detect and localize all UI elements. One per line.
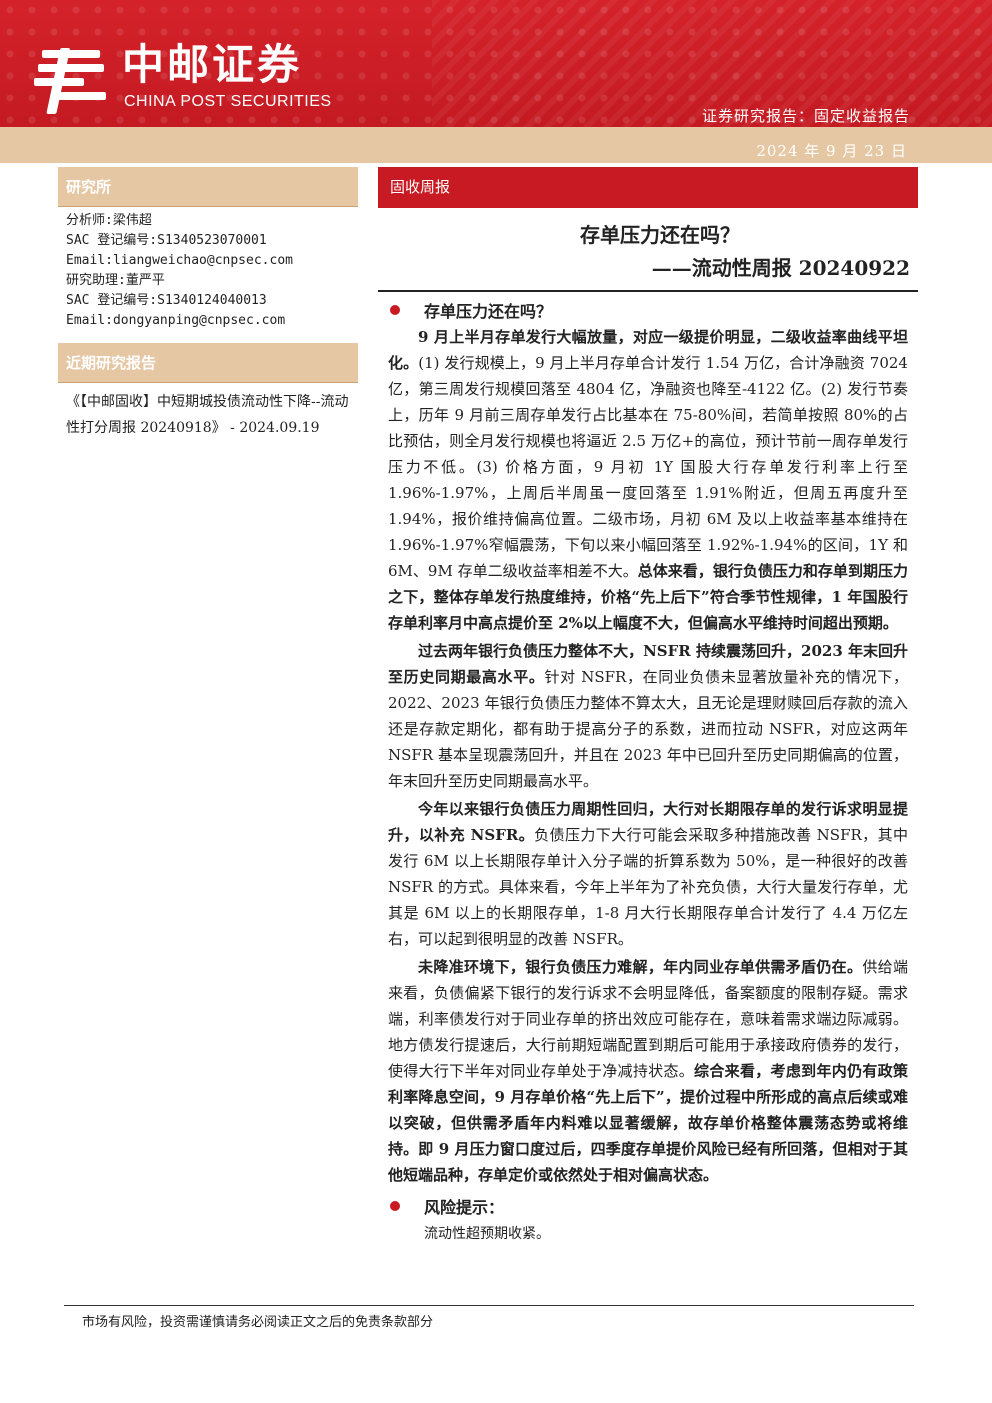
main-content: 固收周报 存单压力还在吗？ ——流动性周报 20240922 存单压力还在吗？ …	[378, 167, 918, 1246]
institute-heading: 研究所	[58, 167, 358, 207]
banner-decoration	[432, 0, 992, 127]
analyst-info: 分析师:梁伟超 SAC 登记编号:S1340523070001 Email:li…	[58, 207, 358, 331]
report-date: 2024 年 9 月 23 日	[756, 142, 907, 160]
logo-english: CHINA POST SECURITIES	[124, 93, 332, 110]
assistant-email[interactable]: Email:dongyanping@cnpsec.com	[66, 313, 286, 328]
risk-title: 风险提示：	[424, 1198, 505, 1217]
recent-reports-heading: 近期研究报告	[58, 343, 358, 383]
title-divider	[378, 290, 918, 292]
analyst-name: 分析师:梁伟超	[66, 213, 152, 228]
paragraph-text: 针对 NSFR，在同业负债未显著放量补充的情况下，2022、2023 年银行负债…	[388, 668, 908, 790]
paragraph-lead: 9 月上半月存单发行大幅放量，对应一级提价明显，二级收益率曲线平坦化。	[388, 328, 908, 372]
report-title: 存单压力还在吗？	[580, 223, 740, 247]
paragraph-conclusion: 总体来看，银行负债压力和存单到期压力之下，整体存单发行热度维持，价格“先上后下”…	[388, 562, 908, 632]
analyst-email[interactable]: Email:liangweichao@cnpsec.com	[66, 253, 293, 268]
china-post-logo-icon	[34, 48, 106, 114]
paragraph-lead: 今年以来银行负债压力周期性回归，大行对长期限存单的发行诉求明显提升，以补充 NS…	[388, 800, 908, 844]
section-heading: 存单压力还在吗？	[378, 298, 918, 322]
assistant-sac: SAC 登记编号:S1340124040013	[66, 293, 267, 308]
paragraph-text: 负债压力下大行可能会采取多种措施改善 NSFR，其中发行 6M 以上长期限存单计…	[388, 826, 909, 948]
paragraph-conclusion: 综合来看，考虑到年内仍有政策利率降息空间，9 月存单价格“先上后下”，提价过程中…	[388, 1062, 908, 1184]
report-tag: 固收周报	[378, 167, 918, 208]
paragraph: 过去两年银行负债压力整体不大，NSFR 持续震荡回升，2023 年末回升至历史同…	[388, 638, 908, 794]
report-subtitle: ——流动性周报 20240922	[651, 256, 910, 280]
analyst-sac: SAC 登记编号:S1340523070001	[66, 233, 267, 248]
paragraph: 今年以来银行负债压力周期性回归，大行对长期限存单的发行诉求明显提升，以补充 NS…	[388, 796, 908, 952]
article-body: 9 月上半月存单发行大幅放量，对应一级提价明显，二级收益率曲线平坦化。(1) 发…	[378, 324, 918, 1188]
footer-divider	[64, 1305, 914, 1306]
paragraph: 9 月上半月存单发行大幅放量，对应一级提价明显，二级收益率曲线平坦化。(1) 发…	[388, 324, 908, 636]
assistant-name: 研究助理:董严平	[66, 273, 165, 288]
paragraph-lead: 未降准环境下，银行负债压力难解，年内同业存单供需矛盾仍在。	[418, 958, 863, 976]
logo-chinese: 中邮证券	[122, 40, 303, 89]
recent-report-item[interactable]: 《【中邮固收】中短期城投债流动性下降--流动性打分周报 20240918》 - …	[66, 394, 349, 436]
section-title: 存单压力还在吗？	[424, 302, 553, 321]
bullet-icon	[390, 1201, 400, 1211]
bullet-icon	[390, 305, 400, 315]
paragraph-text: 供给端来看，负债偏紧下银行的发行诉求不会明显降低，备案额度的限制存疑。需求端，利…	[388, 958, 908, 1080]
risk-text: 流动性超预期收紧。	[424, 1226, 550, 1242]
paragraph-lead: 过去两年银行负债压力整体不大，NSFR 持续震荡回升，2023 年末回升至历史同…	[388, 642, 908, 686]
paragraph: 未降准环境下，银行负债压力难解，年内同业存单供需矛盾仍在。供给端来看，负债偏紧下…	[388, 954, 908, 1188]
sidebar: 研究所 分析师:梁伟超 SAC 登记编号:S1340523070001 Emai…	[58, 167, 358, 441]
header-banner: 中邮证券 CHINA POST SECURITIES 证券研究报告：固定收益报告	[0, 0, 992, 127]
footer-disclaimer: 市场有风险，投资需谨慎请务必阅读正文之后的免责条款部分	[82, 1315, 434, 1330]
paragraph-text: (1) 发行规模上，9 月上半月存单合计发行 1.54 万亿，合计净融资 702…	[388, 354, 908, 580]
risk-heading: 风险提示：	[378, 1194, 918, 1218]
report-type: 证券研究报告：固定收益报告	[701, 107, 910, 125]
header-band: 2024 年 9 月 23 日	[0, 127, 992, 163]
